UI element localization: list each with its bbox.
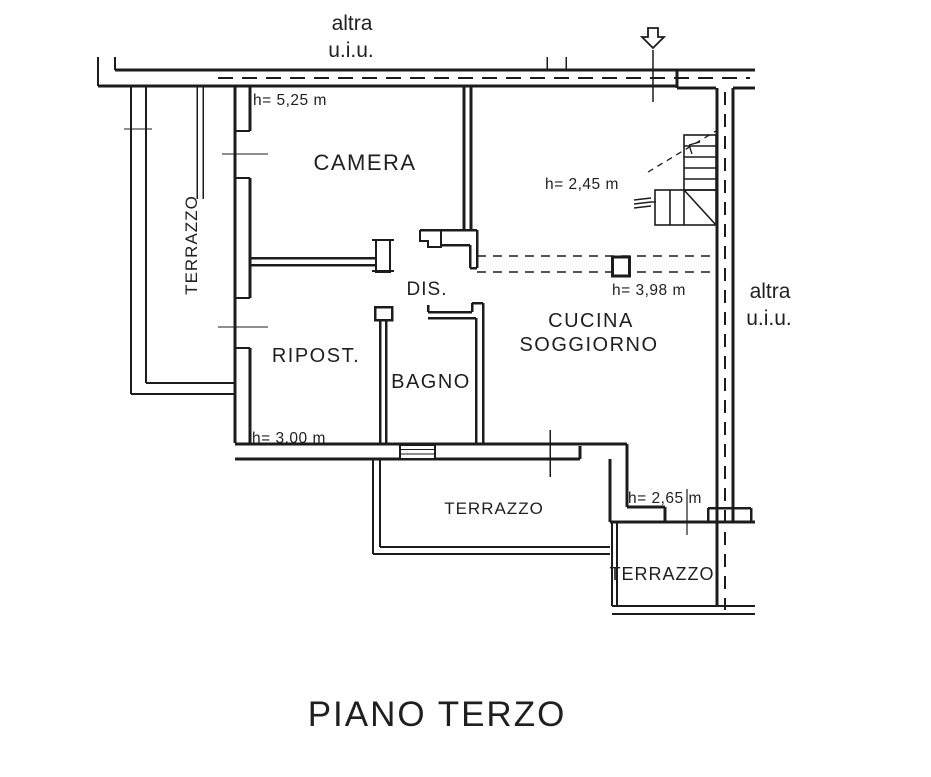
height-label-beam: h= 3,98 m xyxy=(612,282,686,299)
top-unit-label-line2: u.i.u. xyxy=(328,39,374,62)
terrace-left-walls xyxy=(124,87,236,395)
room-label-dis: DIS. xyxy=(407,279,448,300)
top-unit-label-line1: altra xyxy=(332,12,373,35)
stair-break-icon xyxy=(633,197,652,209)
room-label-terrazzo-left: TERRAZZO xyxy=(182,195,201,295)
terrace-mid-walls xyxy=(372,459,610,555)
right-unit-label-line1: altra xyxy=(750,280,791,303)
camera-walls xyxy=(250,86,479,273)
room-label-terrazzo-bottom: TERRAZZO xyxy=(610,564,715,584)
outer-walls xyxy=(97,57,755,606)
room-label-cucina: CUCINA xyxy=(548,310,634,332)
room-label-ripost: RIPOST. xyxy=(272,345,360,367)
south-wall xyxy=(235,430,755,524)
room-label-bagno: BAGNO xyxy=(391,371,471,393)
pillar xyxy=(611,255,631,278)
room-label-soggiorno: SOGGIORNO xyxy=(519,334,658,356)
height-label-camera: h= 5,25 m xyxy=(253,92,327,109)
adjacent-unit-labels: altra u.i.u. altra u.i.u. xyxy=(328,12,792,330)
entrance-arrow-icon xyxy=(639,27,667,50)
reference-marks xyxy=(652,50,688,535)
room-label-camera: CAMERA xyxy=(313,150,416,175)
page-title: PIANO TERZO xyxy=(308,695,567,734)
dashed-boundaries xyxy=(218,77,750,610)
room-label-terrazzo-mid: TERRAZZO xyxy=(444,499,544,518)
right-unit-label-line2: u.i.u. xyxy=(746,307,792,330)
bagno-walls xyxy=(373,301,485,443)
terrace-bottom-walls xyxy=(611,522,755,615)
staircase xyxy=(633,130,717,226)
height-label-cucina: h= 2,45 m xyxy=(545,176,619,193)
height-label-terrazzo: h= 2,65 m xyxy=(628,490,702,507)
height-annotations: h= 5,25 m h= 2,45 m h= 3,98 m h= 3,00 m … xyxy=(252,92,702,507)
height-label-ripost: h= 3,00 m xyxy=(252,430,326,447)
west-wall xyxy=(218,87,268,443)
room-labels: TERRAZZO CAMERA DIS. RIPOST. BAGNO CUCIN… xyxy=(182,150,715,584)
